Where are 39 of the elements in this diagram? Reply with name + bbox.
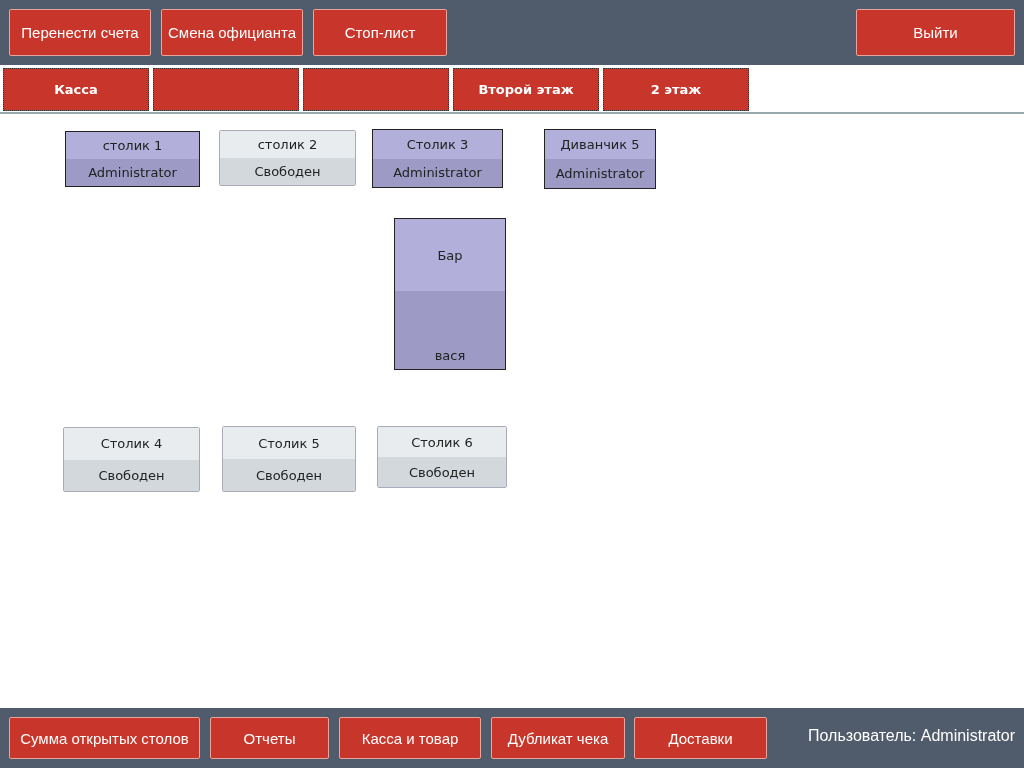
table-card — [394, 218, 506, 370]
toolbar-button: Перенести счета — [9, 9, 151, 56]
table-name: Столик 6 — [378, 427, 506, 457]
tab: Второй этаж — [453, 68, 599, 111]
table-status: Свободен — [64, 459, 199, 491]
toolbar-button: Смена официанта — [161, 9, 303, 56]
toolbar-button: Отчеты — [210, 717, 329, 759]
table-status: Administrator — [545, 159, 655, 188]
toolbar-button: Стоп-лист — [313, 9, 447, 56]
table-status: Administrator — [373, 158, 502, 187]
tab — [303, 68, 449, 111]
toolbar-button: Выйти — [856, 9, 1015, 56]
table-name: Бар — [395, 219, 505, 291]
table-status: вася — [395, 291, 505, 369]
tab: 2 этаж — [603, 68, 749, 111]
table-name: столик 2 — [220, 131, 355, 158]
tab: Касса — [3, 68, 149, 111]
table-status: Свободен — [220, 158, 355, 185]
toolbar-button: Доставки — [634, 717, 767, 759]
table-name: Столик 3 — [373, 130, 502, 159]
tab — [153, 68, 299, 111]
table-card — [222, 426, 356, 492]
table-card — [372, 129, 503, 188]
table-name: столик 1 — [66, 132, 199, 159]
table-name: Диванчик 5 — [545, 130, 655, 159]
table-card — [544, 129, 656, 189]
table-name: Столик 4 — [64, 428, 199, 460]
user-status-text: Пользователь: Administrator — [807, 727, 1015, 745]
toolbar-button: Сумма открытых столов — [9, 717, 200, 759]
table-card — [377, 426, 507, 488]
table-status: Свободен — [378, 457, 506, 487]
table-card — [65, 131, 200, 187]
table-card — [219, 130, 356, 186]
table-status: Свободен — [223, 459, 355, 491]
table-card — [63, 427, 200, 492]
toolbar-button: Касса и товар — [339, 717, 481, 759]
table-name: Столик 5 — [223, 427, 355, 459]
toolbar-button: Дубликат чека — [491, 717, 625, 759]
table-status: Administrator — [66, 159, 199, 186]
